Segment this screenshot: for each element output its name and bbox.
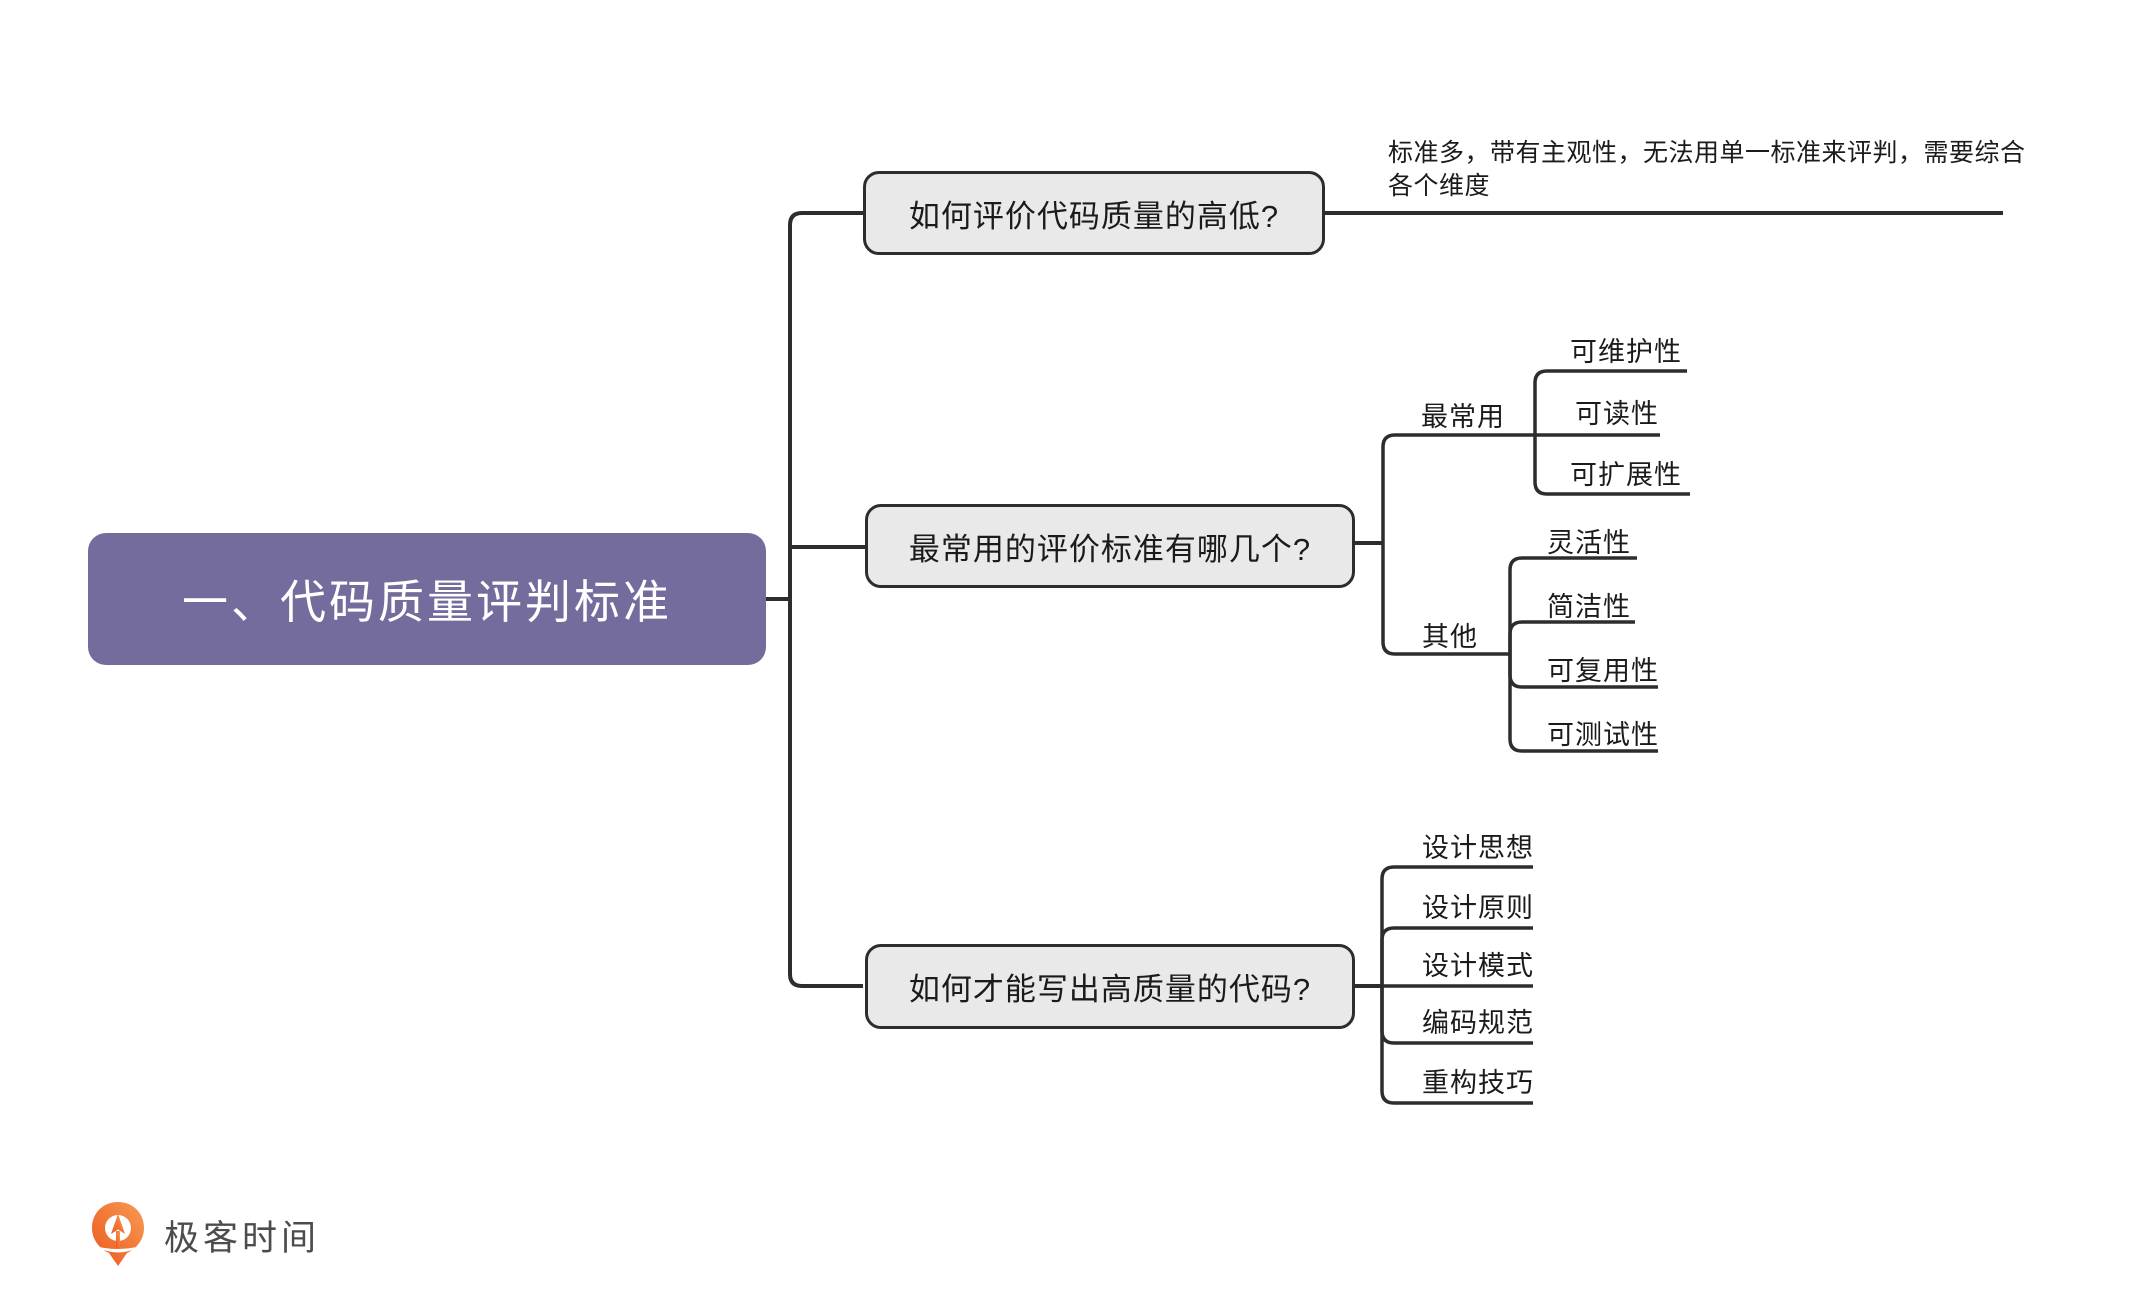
branch-node-evaluate-quality[interactable]: 如何评价代码质量的高低? xyxy=(863,171,1325,255)
leaf-extensibility[interactable]: 可扩展性 xyxy=(1570,460,1682,490)
root-node[interactable]: 一、代码质量评判标准 xyxy=(88,533,766,665)
leaf-readability[interactable]: 可读性 xyxy=(1575,399,1659,429)
logo: 极客时间 xyxy=(88,1201,320,1267)
leaf-testability[interactable]: 可测试性 xyxy=(1547,720,1659,750)
annotation-note[interactable]: 标准多，带有主观性，无法用单一标准来评判，需要综合各个维度 xyxy=(1388,139,2026,200)
leaf-flexibility[interactable]: 灵活性 xyxy=(1547,528,1631,558)
label-most-common[interactable]: 最常用 xyxy=(1421,402,1505,432)
branch-node-common-criteria[interactable]: 最常用的评价标准有哪几个? xyxy=(865,504,1355,588)
leaf-design-philosophy[interactable]: 设计思想 xyxy=(1422,833,1534,863)
leaf-design-patterns[interactable]: 设计模式 xyxy=(1422,951,1534,981)
leaf-simplicity[interactable]: 简洁性 xyxy=(1547,592,1631,622)
leaf-refactoring-skills[interactable]: 重构技巧 xyxy=(1422,1068,1534,1098)
leaf-maintainability[interactable]: 可维护性 xyxy=(1570,337,1682,367)
branch-node-write-quality-code[interactable]: 如何才能写出高质量的代码? xyxy=(865,944,1355,1029)
logo-text: 极客时间 xyxy=(164,1218,321,1258)
leaf-reusability[interactable]: 可复用性 xyxy=(1547,656,1659,686)
leaf-coding-standards[interactable]: 编码规范 xyxy=(1422,1008,1534,1038)
label-others[interactable]: 其他 xyxy=(1422,622,1478,652)
leaf-design-principles[interactable]: 设计原则 xyxy=(1422,893,1534,923)
geektime-logo-icon xyxy=(92,1202,144,1266)
